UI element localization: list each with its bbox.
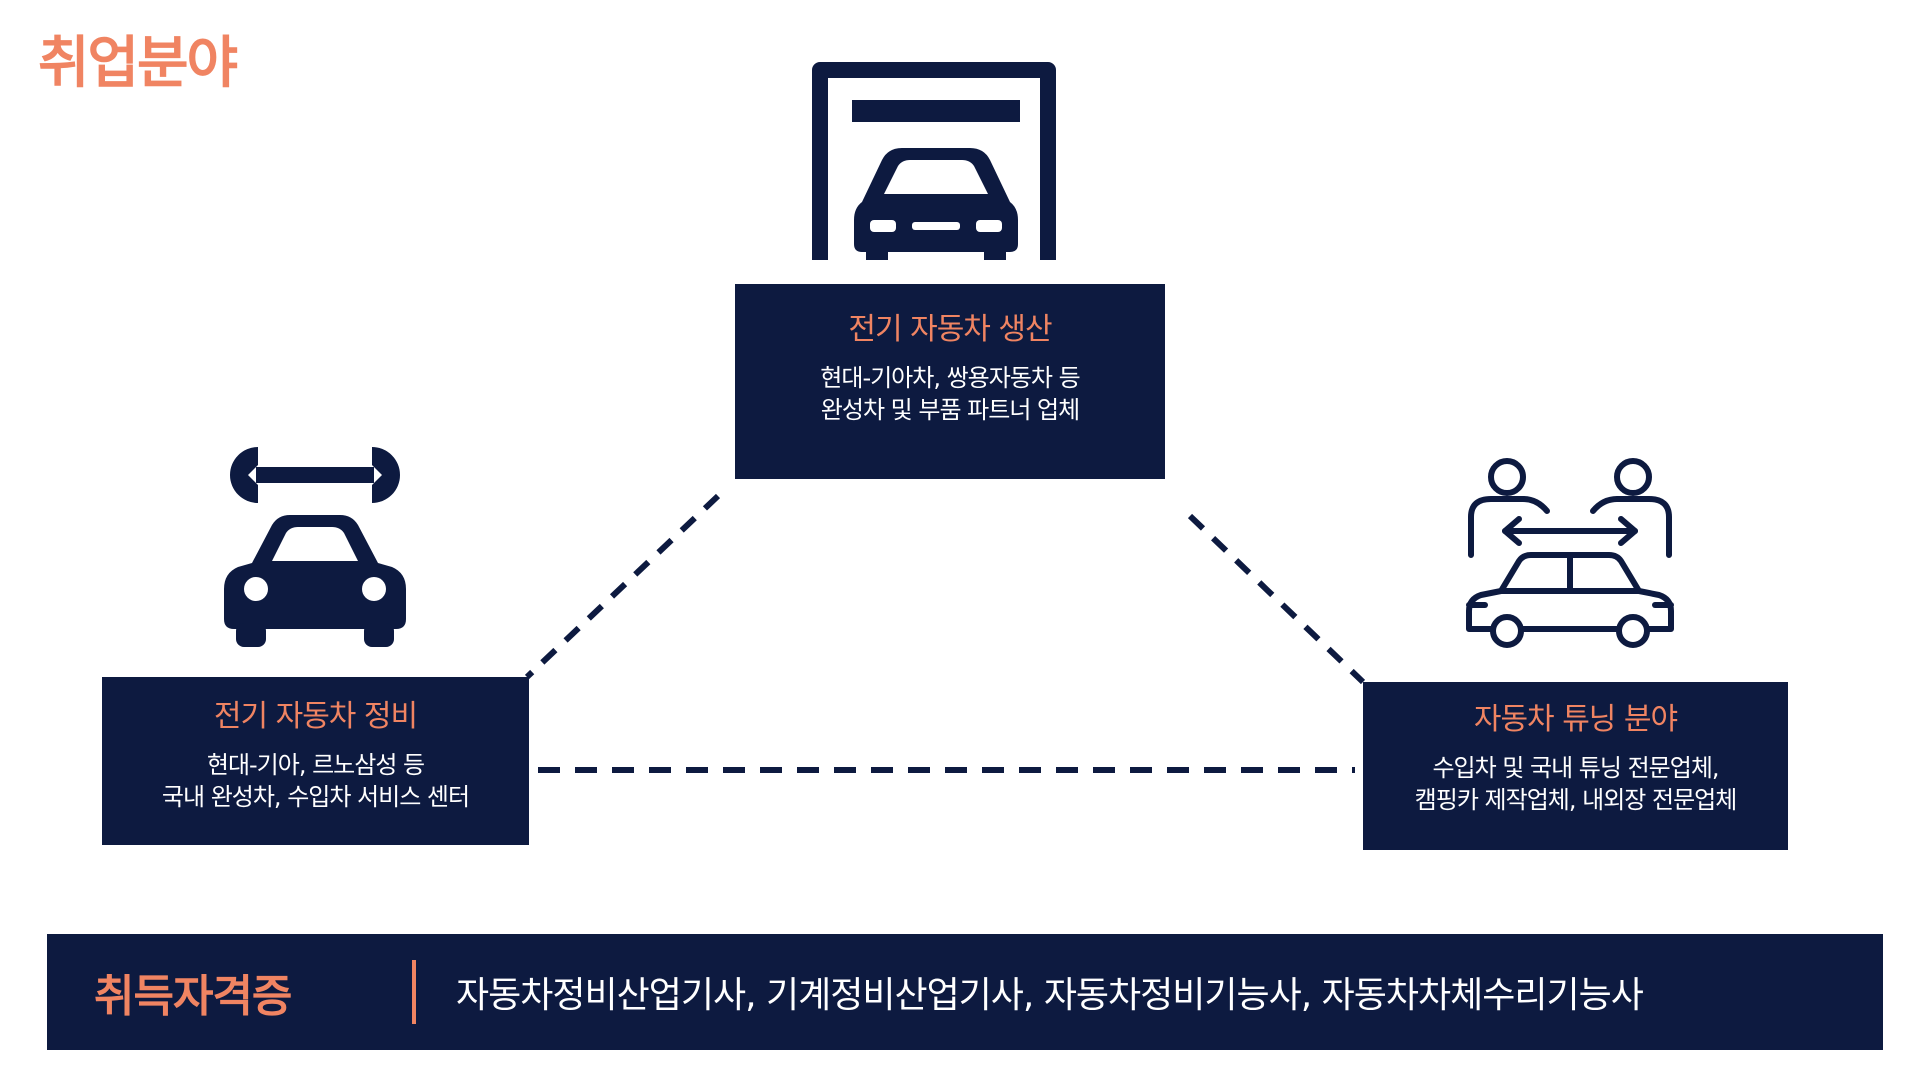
- production-title: 전기 자동차 생산: [848, 312, 1052, 347]
- tuning-title: 자동차 튜닝 분야: [1473, 702, 1678, 737]
- people-exchange-car-icon: [1466, 458, 1674, 648]
- wrench-car-icon: [224, 447, 406, 647]
- certification-values: 자동차정비산업기사, 기계정비산업기사, 자동차정비기능사, 자동차차체수리기능…: [456, 975, 1644, 1016]
- connector-production-tuning: [1187, 513, 1366, 685]
- production-field-box: 전기 자동차 생산 현대-기아차, 쌍용자동차 등 완성차 및 부품 파트너 업…: [735, 284, 1165, 479]
- connector-production-maintenance: [524, 493, 721, 680]
- certification-bar: 취득자격증 자동차정비산업기사, 기계정비산업기사, 자동차정비기능사, 자동차…: [47, 934, 1883, 1050]
- production-desc-line1: 현대-기아차, 쌍용자동차 등: [820, 364, 1080, 392]
- maintenance-title: 전기 자동차 정비: [213, 699, 418, 734]
- tuning-field-box: 자동차 튜닝 분야 수입차 및 국내 튜닝 전문업체, 캠핑카 제작업체, 내외…: [1363, 682, 1788, 850]
- page-title: 취업분야: [38, 31, 238, 96]
- maintenance-desc-line2: 국내 완성차, 수입차 서비스 센터: [161, 783, 470, 811]
- tuning-desc-line1: 수입차 및 국내 튜닝 전문업체,: [1432, 754, 1719, 782]
- tuning-desc-line2: 캠핑카 제작업체, 내외장 전문업체: [1414, 786, 1738, 814]
- maintenance-desc-line1: 현대-기아, 르노삼성 등: [206, 751, 425, 779]
- certification-label: 취득자격증: [94, 971, 292, 1022]
- garage-car-icon: [812, 62, 1056, 260]
- certification-divider: [412, 960, 416, 1024]
- maintenance-field-box: 전기 자동차 정비 현대-기아, 르노삼성 등 국내 완성차, 수입차 서비스 …: [102, 677, 529, 845]
- production-desc-line2: 완성차 및 부품 파트너 업체: [820, 396, 1080, 424]
